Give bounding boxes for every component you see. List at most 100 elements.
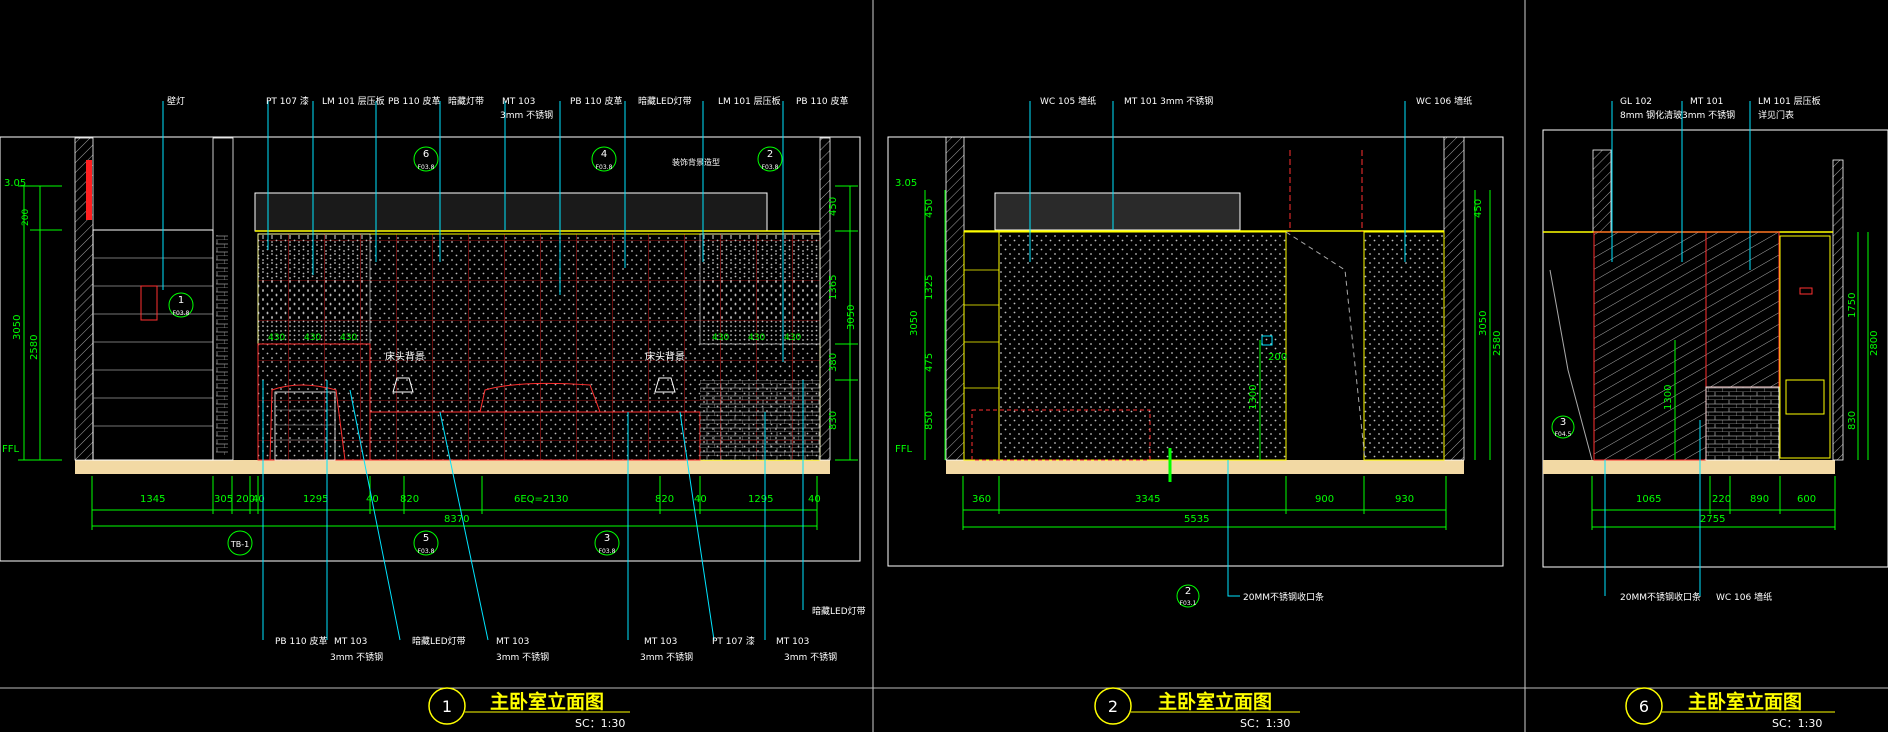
label-bottom-led-b: 暗藏LED灯带 [812,605,866,617]
elev-mark-panel6: 3 [1560,417,1566,428]
dim-total-6: 2755 [1700,514,1725,525]
dim-right-450: 450 [828,197,839,216]
bed-back-label-right: 床头背景 [645,350,685,363]
dim-430a: 430 [268,333,285,343]
label-mt101: MT 101 [1690,97,1723,107]
label-bottom-mt103-a: MT 103 [334,637,367,647]
dim-40d: 40 [808,494,821,505]
bed-back-label-left: 床头背景 [385,350,425,363]
dim2-left-3050: 3050 [909,311,920,336]
dim-430b: 430 [304,333,321,343]
dim-left-3050: 3050 [12,315,23,340]
elev-mark-5: 5 [423,533,429,544]
dim2-right-3050: 3050 [1478,311,1489,336]
label-bottom-mt103-c: MT 103 [644,637,677,647]
dim2-right-2580: 2580 [1492,331,1503,356]
dim-total-2: 5535 [1184,514,1209,525]
dim2-left-850: 850 [924,411,935,430]
dim-right-830: 830 [828,411,839,430]
elev-ref-6: F03.8 [418,164,435,171]
label-bottom-3mm-a: 3mm 不锈钢 [330,651,383,663]
elev-mark-3: 3 [604,533,610,544]
dim-right-3050: 3050 [846,305,857,330]
label-3mm-steel-6: 3mm 不锈钢 [1682,109,1735,121]
elevation-panel-6: 1065 220 890 600 2755 1750 2800 830 1300… [1543,95,1880,730]
dim-900: 900 [1315,494,1334,505]
label-mt103: MT 103 [502,97,535,107]
dim2-inner-1300: 1300 [1248,385,1259,410]
dim-40c: 40 [694,494,707,505]
view-number-1: 1 [442,697,452,716]
dim6-right-830: 830 [1847,411,1858,430]
dim-930: 930 [1395,494,1414,505]
label-lm101-a: LM 101 层压板 [322,95,385,107]
view-title-6: 主卧室立面图 [1688,690,1802,713]
elevation-panel-2: 360 3345 900 930 5535 3.05 450 1325 3050… [895,95,1503,730]
view-scale-6: SC：1:30 [1772,717,1822,730]
label-pt107: PT 107 漆 [266,95,309,107]
elev-mark-1: 1 [178,295,184,306]
bed-valance [254,192,768,232]
label-bottom-mt103-b: MT 103 [496,637,529,647]
view-scale-1: SC：1:30 [575,717,625,730]
dim-right-1365: 1365 [828,275,839,300]
dim-3345: 3345 [1135,494,1160,505]
wallpaper-wall [998,231,1287,461]
elev-ref-5: F03.8 [418,548,435,555]
dim2-left-450: 450 [924,199,935,218]
dim-1345: 1345 [140,494,165,505]
dim6-right-1750: 1750 [1847,293,1858,318]
dim2-left-305: 3.05 [895,178,917,189]
dim-430f: 430 [784,333,801,343]
elev-ref-panel6: F04.5 [1555,431,1572,438]
label-concealed-light: 暗藏灯带 [448,95,484,107]
label-wc105: WC 105 墙纸 [1040,95,1096,107]
dim-right-380: 380 [828,353,839,372]
dim2-inner-200: 200 [1268,352,1287,363]
dim-220: 220 [1712,494,1731,505]
dim-360: 360 [972,494,991,505]
title-block-1: 1 主卧室立面图 SC：1:30 [428,687,630,730]
label-mt101-3mm: MT 101 3mm 不锈钢 [1124,95,1213,107]
dim-1295b: 1295 [748,494,773,505]
dim-890: 890 [1750,494,1769,505]
dim-left-305: 3.05 [4,178,26,189]
label-wall-lamp: 壁灯 [167,95,185,107]
elev-ref-1: F03.8 [173,310,190,317]
title-block-2: 2 主卧室立面图 SC：1:30 [1094,687,1300,730]
elev-mark-4: 4 [601,149,607,160]
label-bottom-led-a: 暗藏LED灯带 [412,635,466,647]
floor-slab [75,460,830,474]
wardrobe-panel [92,229,214,461]
label-bottom-3mm-b: 3mm 不锈钢 [496,651,549,663]
label-8mm-glass: 8mm 钢化清玻 [1620,109,1682,121]
dim-430c: 430 [340,333,357,343]
ffl-label: FFL [2,444,20,455]
decor-back-label: 装饰背景造型 [672,157,720,167]
ffl-label-2: FFL [895,444,913,455]
dim-430e: 430 [748,333,765,343]
label-wc106: WC 106 墙纸 [1416,95,1472,107]
dim-600: 600 [1797,494,1816,505]
label-lm101-6: LM 101 层压板 [1758,95,1821,107]
dim-total-1: 8370 [444,514,469,525]
dim-820b: 820 [655,494,674,505]
label-gl102: GL 102 [1620,97,1652,107]
dim-430d: 430 [712,333,729,343]
elev-mark-2: 2 [767,149,773,160]
dim2-left-475: 475 [924,353,935,372]
label-20mm-strip-6: 20MM不锈钢收口条 [1620,591,1701,603]
dim-40a: 40 [252,494,265,505]
dim6-right-2800: 2800 [1869,331,1880,356]
label-bottom-pt107: PT 107 漆 [712,635,755,647]
dim-1065: 1065 [1636,494,1661,505]
label-3mm-steel: 3mm 不锈钢 [500,109,553,121]
elev-ref-3: F03.8 [599,548,616,555]
label-bottom-3mm-c: 3mm 不锈钢 [640,651,693,663]
dim-left-200: 200 [21,209,31,226]
dim2-right-450: 450 [1473,199,1484,218]
elevation-panel-1: 1345 305 200 40 1295 40 820 6EQ=2130 820… [2,95,866,730]
elev-ref-2: F03.8 [762,164,779,171]
dim-left-2580: 2580 [29,335,40,360]
